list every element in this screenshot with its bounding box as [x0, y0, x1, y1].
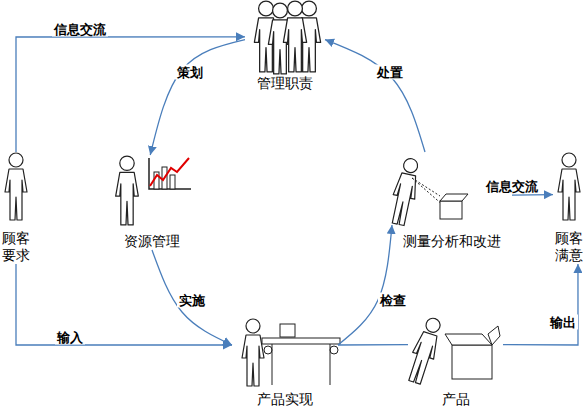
figure-node: 产品 [408, 312, 503, 408]
customer-figure [558, 153, 580, 220]
figure-node: 顾客 要求 [0, 152, 32, 264]
figure-node: 产品实现 [232, 318, 338, 408]
flow-arrow [325, 40, 425, 152]
chart-icon [149, 158, 191, 189]
worker-figure [242, 319, 264, 386]
flow-arrow [150, 40, 245, 155]
flow-arrow [512, 194, 553, 196]
edge-label: 信息交流 [52, 22, 108, 37]
node-label: 产品 [408, 391, 503, 408]
customer-figure [5, 153, 27, 220]
edge-label: 处置 [375, 65, 405, 80]
person-figure [283, 1, 306, 72]
edge-label: 检查 [378, 293, 408, 308]
edge-label: 输入 [55, 330, 85, 345]
edge-label: 实施 [177, 293, 207, 308]
node-label: 产品实现 [232, 391, 338, 408]
management-figures [254, 1, 320, 74]
edge-label: 输出 [548, 315, 578, 330]
inspector-figure [387, 156, 422, 226]
flow-arrow [338, 225, 392, 345]
figure-node: 测量分析和改进 [392, 152, 512, 250]
flow-arrow [152, 250, 232, 345]
conveyor [262, 324, 340, 385]
node-label: 顾客 满意 [553, 230, 585, 264]
product-box [445, 326, 500, 379]
presenter-figure [116, 156, 139, 225]
flow-arrow [338, 344, 408, 346]
edge-label: 信息交流 [484, 179, 540, 194]
node-label: 顾客 要求 [0, 230, 32, 264]
figure-node: 顾客 满意 [553, 152, 585, 264]
flow-arrow [503, 264, 578, 345]
figure-node: 管理职责 [245, 0, 325, 92]
flow-arrow [16, 264, 232, 345]
node-label: 资源管理 [108, 233, 196, 250]
node-label: 管理职责 [245, 75, 325, 92]
edge-label: 策划 [175, 65, 205, 80]
figure-node: 资源管理 [108, 155, 196, 250]
node-label: 测量分析和改进 [392, 233, 512, 250]
inspected-box [412, 178, 468, 219]
carrier-figure [404, 315, 446, 386]
flow-arrow [16, 37, 245, 152]
